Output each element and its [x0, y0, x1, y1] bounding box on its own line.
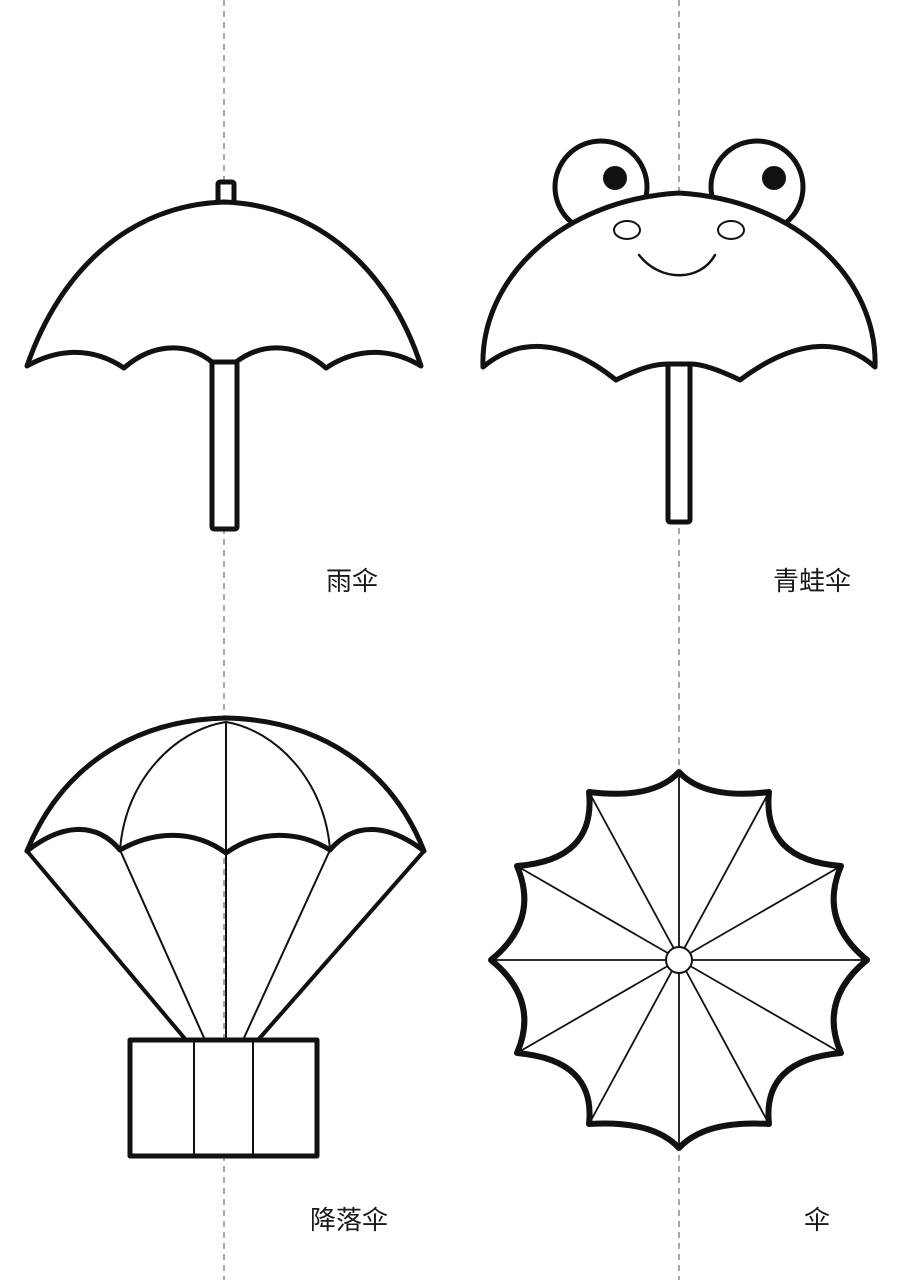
frog-umbrella-icon: [480, 138, 878, 525]
label-rain-umbrella: 雨伞: [326, 567, 379, 597]
label-umbrella: 伞: [804, 1206, 831, 1236]
rain-umbrella-icon: [24, 179, 424, 532]
umbrella-top-view-icon: [488, 769, 870, 1151]
label-frog-umbrella: 青蛙伞: [773, 567, 852, 597]
parachute-icon: [24, 715, 427, 1159]
label-parachute: 降落伞: [310, 1206, 389, 1236]
